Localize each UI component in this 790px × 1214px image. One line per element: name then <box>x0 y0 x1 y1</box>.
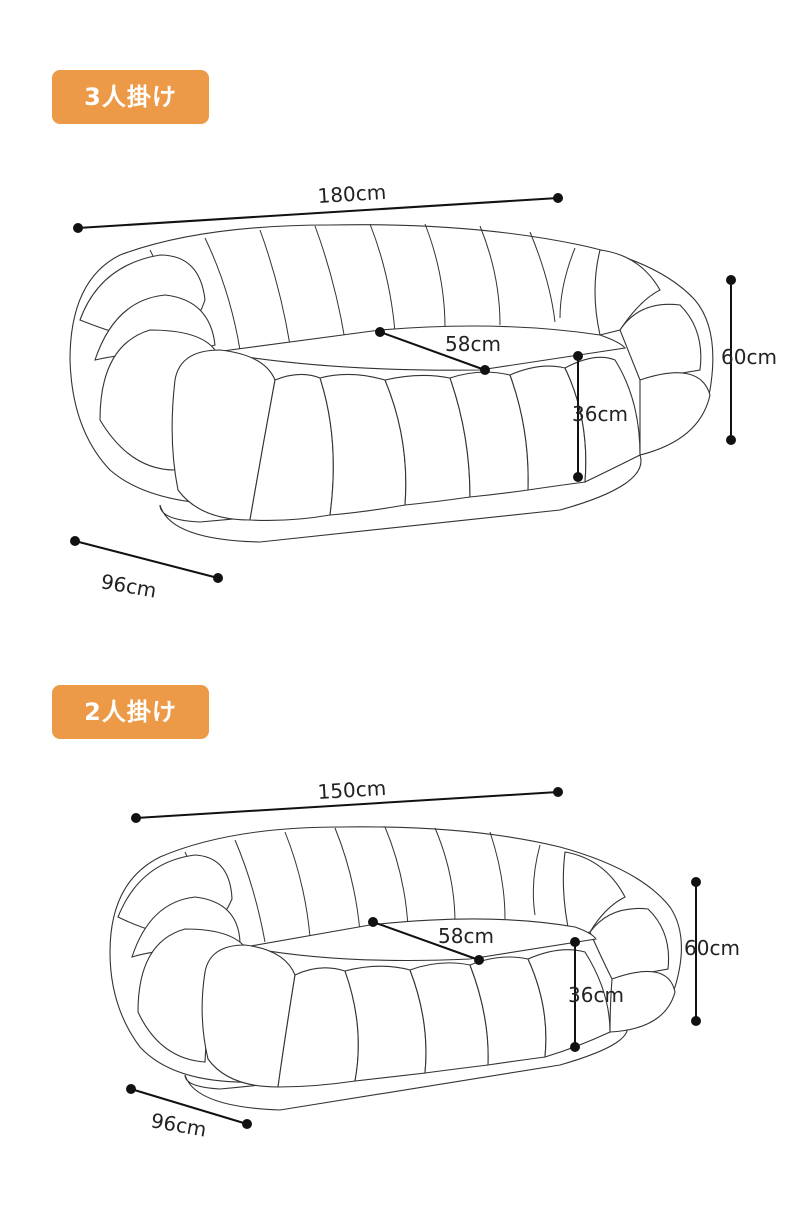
sofa-2-seater-diagram: 150cm 58cm 60cm 36cm 96cm <box>109 776 740 1142</box>
height-label: 60cm <box>684 936 740 960</box>
sofa-drawing <box>109 826 682 1111</box>
width-label: 180cm <box>317 180 387 208</box>
dimension-lines <box>126 787 701 1129</box>
dimension-lines <box>70 193 736 583</box>
sofa-drawing <box>69 223 714 543</box>
depth-label: 96cm <box>99 569 158 602</box>
variant-badge: 2人掛け <box>52 685 209 739</box>
seat-height-label: 36cm <box>572 402 628 426</box>
seat-height-label: 36cm <box>568 983 624 1007</box>
sofa-3-seater-panel: 3人掛け <box>52 70 777 603</box>
variant-badge: 3人掛け <box>52 70 209 124</box>
height-label: 60cm <box>721 345 777 369</box>
sofa-3-seater-diagram: 180cm 58cm 60cm 36cm 96cm <box>69 180 777 603</box>
depth-label: 96cm <box>149 1108 208 1141</box>
seat-depth-label: 58cm <box>445 332 501 356</box>
width-label: 150cm <box>317 776 387 804</box>
sofa-2-seater-panel: 2人掛け <box>0 607 790 1214</box>
seat-depth-label: 58cm <box>438 924 494 948</box>
